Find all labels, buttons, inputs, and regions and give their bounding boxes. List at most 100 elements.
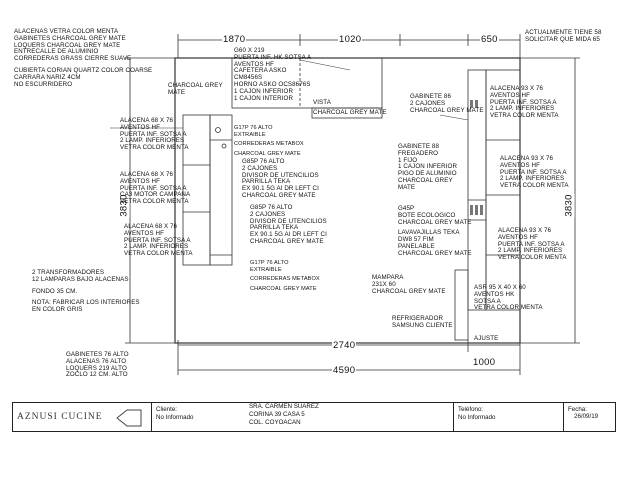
label-charcoal-top: CHARCOAL GREY MATE [168, 82, 223, 97]
label-line: CHARCOAL GREY MATE [250, 285, 317, 292]
label-line: CHARCOAL GREY MATE [372, 287, 446, 295]
spec-line: NO ESCURRIDERO [14, 80, 73, 88]
label-line: 1 CAJON INFERIOR [234, 87, 294, 95]
fecha-label: Fecha: [568, 406, 587, 413]
label-line: CHARCOAL GREY MATE [250, 237, 324, 245]
label-line: EXTRAIBLE [234, 131, 266, 138]
label-line: DIVISOR DE UTENCILIOS [242, 171, 319, 179]
label-line: VETRA COLOR MENTA [498, 254, 567, 262]
address-line: CORINA 39 CASA 5 [249, 411, 305, 418]
refrigerator [454, 269, 469, 341]
dim-bottom-1000: 1000 [472, 357, 497, 368]
label-line: 2 TRANSFORMADORES [32, 269, 105, 276]
telefono-value: No Informado [458, 414, 496, 421]
label-line: CHARCOAL GREY MATE [398, 218, 472, 226]
label-gabinete-86: GABINETE 86 2 CAJONES CHARCOAL GREY MATE [410, 93, 484, 114]
label-line: AVENTOS HK [474, 290, 515, 298]
label-line: G45P [398, 205, 415, 212]
label-line: PARRILLA TEKA [242, 178, 291, 186]
label-line: CORREDERAS METABOX [250, 276, 320, 283]
label-alacena-right-1: ALACENA 93 X 76 AVENTOS HF PUERTA INF. S… [490, 85, 559, 120]
label-line: PUERTA INF. SOTSA A [124, 236, 191, 244]
label-line: G85P 76 ALTO [250, 204, 293, 211]
label-line: CORREDERAS METABOX [234, 141, 304, 148]
label-vista: VISTA CHARCOAL GREY MATE [313, 99, 387, 117]
label-g85p-2: G85P 76 ALTO 2 CAJONES DIVISOR DE UTENCI… [250, 204, 327, 246]
label-line: SAMSUNG CLIENTE [392, 321, 453, 329]
label-line: G17P 76 ALTO [250, 260, 289, 266]
label-line: G60 X 219 [234, 47, 265, 54]
label-line: GABINETE 88 [398, 143, 439, 150]
label-line: 2 LAMP. INFERIORES [498, 247, 563, 255]
label-line: MATE [168, 88, 186, 96]
label-line: SOTSA A [474, 297, 501, 305]
note-top-right: ACTUALMENTE TIENE 58 SOLICITAR QUE MIDA … [525, 29, 602, 44]
label-line: ALACENAS 76 ALTO [66, 357, 127, 365]
label-line: 1 CAJON INTERIOR [234, 94, 294, 102]
spec-line: CUBIERTA CORIAN QUARTZ COLOR COARSE [14, 66, 153, 74]
label-line: VETRA COLOR MENTA [500, 182, 569, 190]
logo-arrow-icon [116, 409, 142, 427]
label-line: 2 CAJONES [242, 164, 278, 172]
label-line: 2 LAMP. INFERIORES [120, 137, 185, 145]
label-g60: G60 X 219 PUERTA INF. HK SOTSA A AVENTOS… [234, 47, 312, 102]
fecha-cell: Fecha: 26/09/19 [563, 403, 615, 431]
label-line: AVENTOS HF [498, 233, 538, 241]
label-line: LAVAVAJILLAS TEKA [398, 229, 460, 237]
label-line: PUERTA INF. SOTSA A [120, 130, 187, 138]
label-line: ALACENA 93 X 76 [498, 227, 552, 234]
label-line: ALACENA 68 X 76 [124, 223, 178, 230]
label-line: DW8 57 FIM [398, 236, 434, 244]
label-line: PARRILLA TEKA [250, 224, 299, 232]
dim-top-650: 650 [480, 34, 499, 45]
label-line: 2 LAMP. INFERIORES [490, 105, 555, 113]
spec-line: CARRARA NARIZ 4CM [14, 73, 81, 81]
label-line: PUERTA INF. SOTSA A [120, 184, 187, 192]
label-g17p-bottom: G17P 76 ALTO EXTRAIBLE CORREDERAS METABO… [250, 260, 320, 292]
label-line: MAMPARA [372, 274, 404, 281]
label-line: VETRA COLOR MENTA [120, 144, 189, 152]
label-line: GABINETES 76 ALTO [66, 351, 129, 358]
dim-bottom-4590: 4590 [332, 365, 357, 376]
telefono-label: Teléfono: [458, 406, 484, 413]
label-gabinete-88: GABINETE 88 FREGADERO 1 FIJO 1 CAJON INF… [398, 143, 457, 192]
address-line: SRA. CARMEN SUAREZ [249, 403, 319, 410]
note-line: ACTUALMENTE TIENE 58 [525, 29, 602, 36]
label-line: CHARCOAL GREY MATE [398, 249, 472, 257]
address-cell: SRA. CARMEN SUAREZ CORINA 39 CASA 5 COL.… [243, 403, 453, 431]
label-line: 2 LAMP. INFERIORES [500, 175, 565, 183]
cliente-cell: Cliente: No Informado [151, 403, 243, 431]
label-line: 231X 60 [372, 280, 396, 288]
label-alacena-left-1: ALACENA 68 X 76 AVENTOS HF PUERTA INF. S… [120, 117, 189, 152]
title-block: AZNUSI CUCINE Cliente: No Informado SRA.… [12, 402, 616, 432]
label-line: AVENTOS HF [500, 161, 540, 169]
label-asr: ASR 95 X 40 X 60 AVENTOS HK SOTSA A VETR… [474, 284, 543, 312]
label-line: PUERTA INF. SOTSA A [500, 168, 567, 176]
label-line: LOQUERS 219 ALTO [66, 364, 127, 372]
label-line: GABINETE 86 [410, 93, 451, 100]
label-line: PUERTA INF. HK SOTSA A [234, 53, 312, 61]
label-line: EX 90.1 5G AI DR LEFT CI [242, 185, 319, 193]
label-line: ALACENA 68 X 76 [120, 171, 174, 178]
label-line: FONDO 35 CM. [32, 287, 78, 295]
label-line: AVENTOS HF [490, 91, 530, 99]
label-alacena-left-3: ALACENA 68 X 76 AVENTOS HF PUERTA INF. S… [124, 223, 193, 258]
label-line: BOTE ECOLOGICO [398, 211, 456, 219]
dim-bottom-2740: 2740 [332, 340, 357, 351]
spec-line: GABINETES CHARCOAL GREY MATE [14, 34, 126, 42]
label-heights: GABINETES 76 ALTO ALACENAS 76 ALTO LOQUE… [66, 351, 129, 379]
label-line: CHARCOAL GREY MATE [313, 108, 387, 116]
cliente-value: No Informado [156, 414, 194, 421]
label-line: VETRA COLOR MENTA [120, 198, 189, 206]
label-line: DIVISOR DE UTENCILIOS [250, 217, 327, 225]
label-line: EN COLOR GRIS [32, 306, 83, 314]
telefono-cell: Teléfono: No Informado [453, 403, 563, 431]
dim-right-3830: 3830 [563, 193, 575, 218]
dim-top-1020: 1020 [338, 34, 363, 45]
note-line: SOLICITAR QUE MIDA 65 [525, 35, 600, 43]
label-g17p-top: G17P 76 ALTO EXTRAIBLE CORREDERAS METABO… [234, 125, 304, 157]
fecha-value: 26/09/19 [574, 413, 599, 420]
right-upper-cabinets [485, 69, 521, 311]
label-line: ALACENA 68 X 76 [120, 117, 174, 124]
label-line: HORNO ASKO OCS8676S [234, 80, 311, 88]
